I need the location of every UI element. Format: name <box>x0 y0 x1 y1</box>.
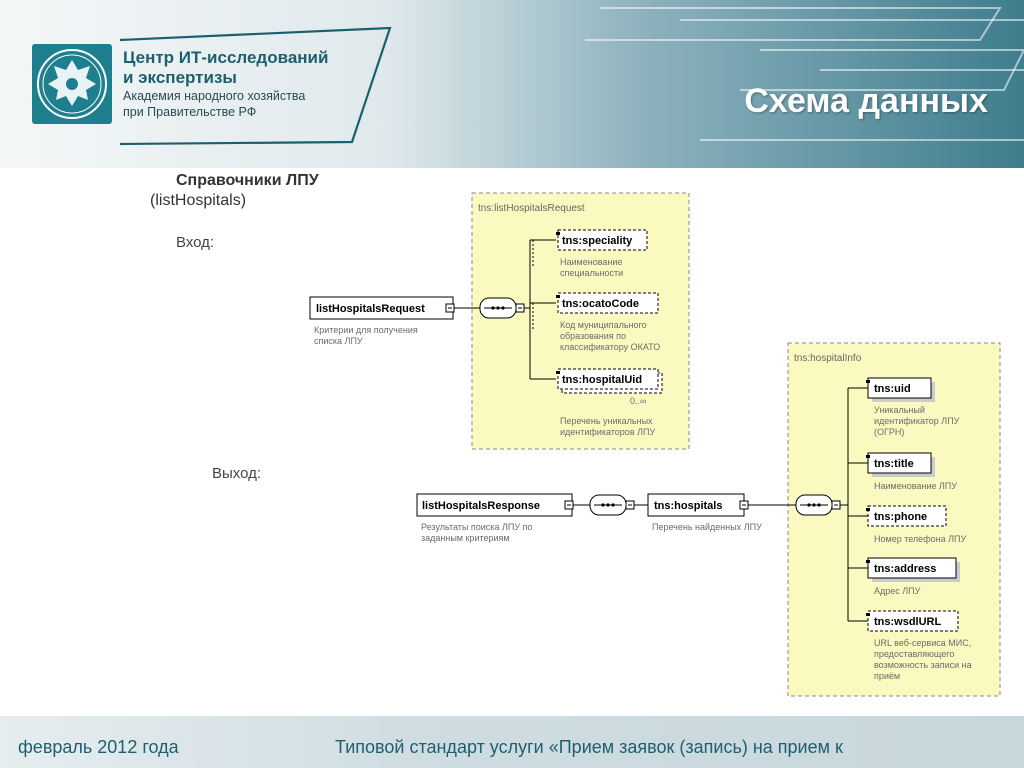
element-speciality[interactable] <box>557 229 648 251</box>
schema-diagram: tns:listHospitalsRequest listHospitalsRe… <box>309 192 1001 697</box>
organization-name: Центр ИТ-исследований и экспертизы Акаде… <box>123 48 328 120</box>
element-wsdlURL[interactable] <box>867 610 959 632</box>
doc-wsdlURL-2: возможность записи на <box>874 660 972 670</box>
section-subtitle: (listHospitals) <box>150 192 247 209</box>
doc-uid-1: идентификатор ЛПУ <box>874 416 960 426</box>
doc-ocatoCode-1: образования по <box>560 331 626 341</box>
logo-emblem <box>32 44 112 124</box>
doc-wsdlURL-0: URL веб-сервиса МИС, <box>874 638 971 648</box>
element-title[interactable] <box>867 452 932 474</box>
footer-title: Типовой стандарт услуги «Прием заявок (з… <box>335 737 843 757</box>
eagle-emblem-icon <box>37 49 107 119</box>
request-root-doc-0: Критерии для получения <box>314 325 418 335</box>
request-root-label: listHospitalsRequest <box>316 303 425 315</box>
doc-hospitalUid-1: идентификаторов ЛПУ <box>560 427 655 437</box>
element-title-label: tns:title <box>874 458 914 470</box>
element-phone-label: tns:phone <box>874 511 927 523</box>
org-name-line2: и экспертизы <box>123 68 237 87</box>
org-name-line1: Центр ИТ-исследований <box>123 48 329 67</box>
doc-hospitalUid-0: Перечень уникальных <box>560 416 653 426</box>
hospitalUid-occurs: 0..∞ <box>630 396 646 406</box>
doc-phone-0: Номер телефона ЛПУ <box>874 534 966 544</box>
element-speciality-label: tns:speciality <box>562 235 633 247</box>
org-sub-line2: при Правительстве РФ <box>123 105 257 119</box>
footer-bar: февраль 2012 года Типовой стандарт услуг… <box>0 716 1024 768</box>
footer-date: февраль 2012 года <box>18 737 179 757</box>
element-hospitalUid[interactable] <box>557 368 659 390</box>
response-group-type: tns:hospitalInfo <box>794 353 862 364</box>
response-root-label: listHospitalsResponse <box>422 500 540 512</box>
element-hospitals-label: tns:hospitals <box>654 500 722 512</box>
element-uid[interactable] <box>867 377 932 399</box>
response-root-doc-1: заданным критериям <box>421 533 510 543</box>
doc-wsdlURL-1: предоставляющего <box>874 649 954 659</box>
doc-speciality-0: Наименование <box>560 257 622 267</box>
doc-title-0: Наименование ЛПУ <box>874 481 957 491</box>
element-ocatoCode[interactable] <box>557 292 659 314</box>
org-sub-line1: Академия народного хозяйства <box>123 89 306 103</box>
doc-ocatoCode-2: классификатору ОКАТО <box>560 342 660 352</box>
doc-uid-0: Уникальный <box>874 405 925 415</box>
doc-speciality-1: специальности <box>560 268 623 278</box>
request-group-type: tns:listHospitalsRequest <box>478 203 585 214</box>
element-uid-label: tns:uid <box>874 383 911 395</box>
request-root-doc-1: списка ЛПУ <box>314 336 363 346</box>
element-ocatoCode-label: tns:ocatoCode <box>562 298 639 310</box>
doc-wsdlURL-3: приём <box>874 671 900 681</box>
header-decoration <box>119 7 1024 146</box>
doc-address-0: Адрес ЛПУ <box>874 586 921 596</box>
section-title: Справочники ЛПУ <box>176 172 319 189</box>
element-hospitalUid-label: tns:hospitalUid <box>562 374 642 386</box>
output-label: Выход: <box>212 465 262 482</box>
element-address-label: tns:address <box>874 563 936 575</box>
doc-ocatoCode-0: Код муниципального <box>560 320 647 330</box>
header-banner: Центр ИТ-исследований и экспертизы Акаде… <box>0 0 1024 168</box>
input-label: Вход: <box>176 234 215 251</box>
response-root-doc-0: Результаты поиска ЛПУ по <box>421 522 532 532</box>
doc-uid-2: (ОГРН) <box>874 427 904 437</box>
hospitals-doc-0: Перечень найденных ЛПУ <box>652 522 762 532</box>
element-address[interactable] <box>867 557 957 579</box>
element-wsdlURL-label: tns:wsdlURL <box>874 616 942 628</box>
page-title: Схема данных <box>744 82 988 120</box>
element-phone[interactable] <box>867 505 947 527</box>
